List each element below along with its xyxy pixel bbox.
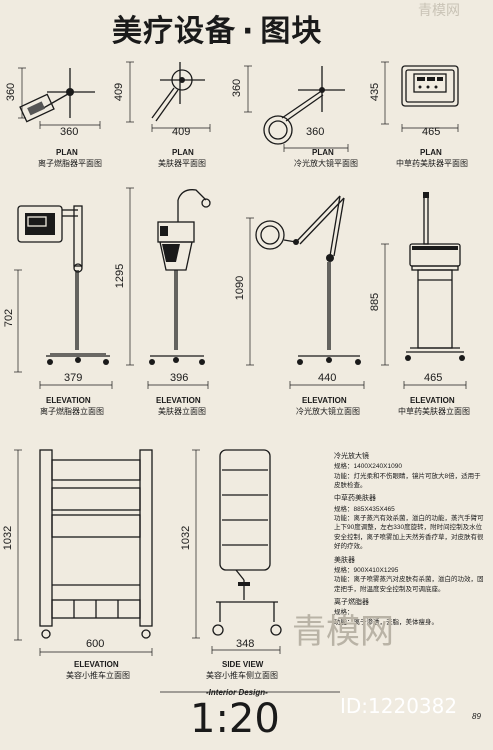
plan-3-width-dim: 360	[306, 126, 325, 138]
plan-2-label-en: PLAN	[172, 148, 194, 157]
elev-4-height-dim: 885	[369, 292, 382, 312]
plan-3-label-cn: 冷光放大镜平面图	[294, 159, 358, 168]
cart-elevation-shape	[14, 449, 153, 656]
title-dot: ·	[242, 14, 255, 49]
plan-1-shape	[18, 67, 101, 129]
plan-2-height-dim: 409	[113, 82, 126, 102]
elev-1-width-dim: 379	[64, 372, 83, 384]
note-heading: 中草药美肤器	[334, 495, 376, 503]
note-func: 功能：离子渗透，去脂，美体瘦身。	[334, 618, 438, 626]
plan-3-label-en: PLAN	[312, 148, 334, 157]
watermark-id: ID:1220382	[340, 694, 458, 718]
elev-3-label-en: ELEVATION	[302, 396, 347, 405]
cart-side-shape	[192, 449, 282, 654]
plan-2-label-cn: 美肤器平面图	[158, 159, 206, 168]
page-number: 89	[472, 712, 481, 721]
page-title: 美疗设备·图块	[112, 6, 322, 50]
note-spec: 规格：1400X240X1090	[334, 463, 402, 471]
note-heading: 离子燃脂器	[334, 599, 369, 607]
elev-1-label-en: ELEVATION	[46, 396, 91, 405]
plan-3-height-dim: 360	[231, 78, 244, 98]
plan-4-label-en: PLAN	[420, 148, 442, 157]
note-heading: 美肤器	[334, 556, 355, 564]
elev-2-label-cn: 美肤器立面图	[158, 407, 206, 416]
plan-3-shape	[244, 65, 349, 152]
elev-3-height-dim: 1090	[234, 275, 247, 301]
elev-3-width-dim: 440	[318, 372, 337, 384]
plan-2-shape	[126, 61, 211, 132]
plan-4-label-cn: 中草药美肤器平面图	[396, 159, 468, 168]
elev-2-height-dim: 1295	[114, 263, 127, 289]
note-func: 功能：离子喷雾蒸汽对皮肤有杀菌，滋白的功效，固定把手，附温度安全控制及可调底座。	[334, 576, 484, 593]
cart-elev-height-dim: 1032	[2, 525, 15, 551]
note-func: 功能：离子蒸汽有效杀菌，滋白的功能，蒸汽手臂可上下90度调整，左右330度旋转，…	[334, 514, 484, 551]
plan-1-label-en: PLAN	[56, 148, 78, 157]
elev-4-shape	[381, 192, 467, 389]
cart-side-label-cn: 美容小推车侧立面图	[206, 671, 278, 680]
plan-4-shape	[381, 61, 459, 132]
plan-1-label-cn: 离子燃脂器平面图	[38, 159, 102, 168]
cart-elev-width-dim: 600	[86, 638, 105, 650]
plan-4-width-dim: 465	[422, 126, 441, 138]
plan-4-height-dim: 435	[369, 82, 382, 102]
elev-2-label-en: ELEVATION	[156, 396, 201, 405]
cart-side-width-dim: 348	[236, 638, 255, 650]
title-sub: 图块	[260, 14, 323, 49]
plan-1-width-dim: 360	[60, 126, 79, 138]
note-spec: 规格：900X410X1295	[334, 566, 399, 574]
cart-side-label-en: SIDE VIEW	[222, 660, 264, 669]
cart-elev-label-cn: 美容小推车立面图	[66, 671, 130, 680]
design-caption: -Interior Design-	[206, 688, 268, 697]
spec-notes: 冷光放大镜 规格：1400X240X1090 功能：灯光柔和不伤眼睛，镜片可放大…	[334, 448, 484, 627]
elev-1-height-dim: 702	[3, 308, 16, 328]
cart-side-height-dim: 1032	[180, 525, 193, 551]
plan-1-height-dim: 360	[5, 82, 18, 102]
note-heading: 冷光放大镜	[334, 453, 369, 460]
scale-label: 1:20	[190, 696, 280, 742]
elev-4-label-cn: 中草药美肤器立面图	[398, 407, 470, 416]
note-spec: 规格：	[334, 609, 354, 617]
elev-1-label-cn: 离子燃脂器立面图	[40, 407, 104, 416]
elev-4-label-en: ELEVATION	[410, 396, 455, 405]
elev-3-label-cn: 冷光放大镜立面图	[296, 407, 360, 416]
title-main: 美疗设备	[112, 14, 236, 49]
elev-2-shape	[126, 187, 211, 389]
cart-elev-label-en: ELEVATION	[74, 660, 119, 669]
elev-3-shape	[246, 195, 365, 389]
plan-2-width-dim: 409	[172, 126, 191, 138]
watermark-logo: 青模网	[292, 612, 394, 652]
note-func: 功能：灯光柔和不伤眼睛，镜片可放大8倍，适用于皮肤检查。	[334, 472, 481, 489]
elev-2-width-dim: 396	[170, 372, 189, 384]
elev-4-width-dim: 465	[424, 372, 443, 384]
watermark-top: 青模网	[418, 2, 460, 18]
note-spec: 规格：885X435X465	[334, 505, 395, 513]
elev-1-shape	[14, 205, 113, 389]
